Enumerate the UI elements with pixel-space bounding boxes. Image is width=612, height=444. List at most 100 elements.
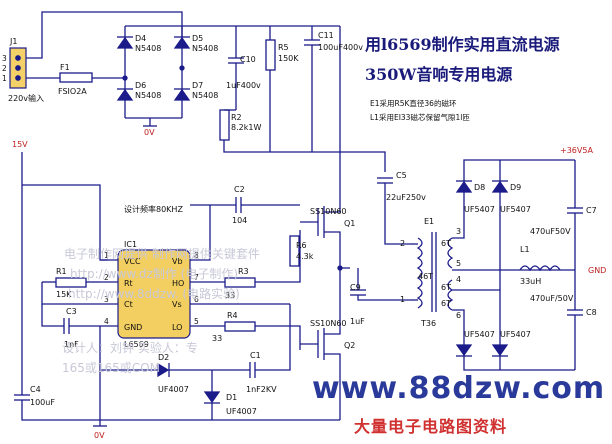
junction [122, 75, 128, 81]
r3-value: 33 [225, 291, 235, 300]
ic1-label: IC1 [124, 240, 137, 249]
c11-label: C11 [318, 31, 334, 40]
wire-c5 [340, 151, 386, 172]
ic1-pin-gnd: GND [124, 323, 142, 332]
winding-6t-c: 6T [441, 299, 451, 308]
pin-num: 6 [194, 295, 199, 304]
ic1-pin-ct: Ct [124, 300, 133, 309]
inductor-l1 [519, 265, 561, 272]
d9-label: D9 [510, 183, 521, 192]
note-e1: E1采用R5K直径36的磁环 [370, 98, 457, 108]
d6-label: D6 [135, 81, 146, 90]
c7-label: C7 [586, 206, 597, 215]
d2-value: UF4007 [158, 385, 189, 394]
c3-value: 1nF [64, 340, 79, 349]
c5-label: C5 [396, 171, 407, 180]
l1-label: L1 [520, 245, 530, 254]
tx-pin6: 6 [456, 311, 461, 320]
c1-label: C1 [250, 351, 261, 360]
r1-value: 15K [56, 290, 72, 299]
tx-pin5: 5 [456, 259, 461, 268]
ic1-pin-lo: LO [172, 323, 182, 332]
resistor-r2 [219, 109, 230, 141]
note-l1: L1采用EI33磁芯保留气隙1l匝 [370, 112, 470, 122]
ac-input-label: 220v输入 [8, 93, 44, 103]
pin-num: 2 [104, 273, 109, 282]
winding-46t: 46T [418, 272, 433, 281]
r2-label: R2 [231, 113, 242, 122]
r3-label: R3 [238, 267, 249, 276]
c3-label: C3 [66, 307, 77, 316]
d7-label: D7 [192, 81, 203, 90]
r5-label: R5 [278, 43, 289, 52]
j1-pin1: 1 [2, 74, 7, 83]
c2-label: C2 [234, 185, 245, 194]
j1-label: J1 [9, 37, 17, 46]
e1-label: E1 [424, 217, 434, 226]
d1-value: UF4007 [226, 407, 257, 416]
tx-pin3: 3 [456, 227, 461, 236]
junction [179, 65, 185, 71]
c5-value: 22uF250v [386, 193, 426, 202]
c10-value: 1uF400v [226, 81, 261, 90]
fuse-f1-label: F1 [60, 63, 70, 72]
d2-label: D2 [158, 353, 169, 362]
watermark-line: 165或165或COM [62, 361, 160, 375]
pin-num: 3 [104, 295, 109, 304]
c8-value: 470uF/50V [530, 294, 574, 303]
ground-0v-bottom: 0V [94, 431, 105, 440]
j1-pin3: 3 [2, 54, 7, 63]
winding-6t-b: 6T [441, 283, 451, 292]
c4-label: C4 [30, 385, 41, 394]
r6-value: 4.3k [296, 252, 314, 261]
freq-label: 设计频率80KHZ [124, 204, 183, 214]
diode-d4 [116, 36, 134, 49]
d1-label: D1 [226, 393, 237, 402]
pin-num: 1 [104, 251, 109, 260]
fuse-f1 [59, 72, 93, 83]
l1-value: 33uH [520, 277, 541, 286]
wire-c1 [255, 304, 291, 371]
wire-r3-q1 [255, 230, 301, 283]
ic1-pin-vs: Vs [172, 300, 182, 309]
d8-value: UF5407 [464, 205, 495, 214]
gnd-label: GND [588, 266, 606, 275]
t36-label: T36 [420, 319, 436, 328]
pin-num: 4 [104, 317, 109, 326]
c10-label: C10 [240, 55, 256, 64]
d8-label: D8 [474, 183, 485, 192]
ic1-pin-ho: HO [172, 279, 184, 288]
watermark-line: 设计人：刘钟 实验人：专 [62, 340, 198, 355]
wire-gnd-bus [21, 400, 340, 421]
fuse-f1-value: FSIO2A [58, 87, 87, 96]
capacitor-c8 [567, 309, 583, 316]
wire-c9b [357, 295, 410, 301]
watermark-line: 电子制作网提供 制作网提供关键套件 [64, 246, 260, 261]
mosfet-q2 [300, 268, 341, 420]
pin-num: 7 [194, 273, 199, 282]
c8-label: C8 [586, 308, 597, 317]
q1-part: SS10N60 [310, 207, 347, 216]
resistor-r6 [289, 235, 300, 267]
diode-d7 [173, 88, 191, 101]
d5-label: D5 [192, 34, 203, 43]
r2-value: 8.2k1W [231, 123, 261, 132]
d7-value: N5408 [192, 91, 218, 100]
wire-r4-q2 [255, 325, 301, 350]
d10-value: UF5407 [464, 330, 495, 339]
ground-0v-top: 0V [144, 128, 155, 137]
connector-j1 [9, 47, 27, 89]
r4-value: 33 [212, 334, 222, 343]
site-url-watermark: www.88dzw.com [312, 371, 605, 406]
d4-label: D4 [135, 34, 146, 43]
pin-num: 8 [194, 251, 199, 260]
transformer-e1 [416, 232, 454, 312]
q1-label: Q1 [344, 219, 355, 228]
c9-label: C9 [350, 283, 361, 292]
winding-6t-a: 6T [441, 239, 451, 248]
mosfet-q1 [300, 200, 341, 268]
watermark-line: http://www.dz制作 (电子制作) [70, 267, 238, 281]
diode-d6 [116, 88, 134, 101]
